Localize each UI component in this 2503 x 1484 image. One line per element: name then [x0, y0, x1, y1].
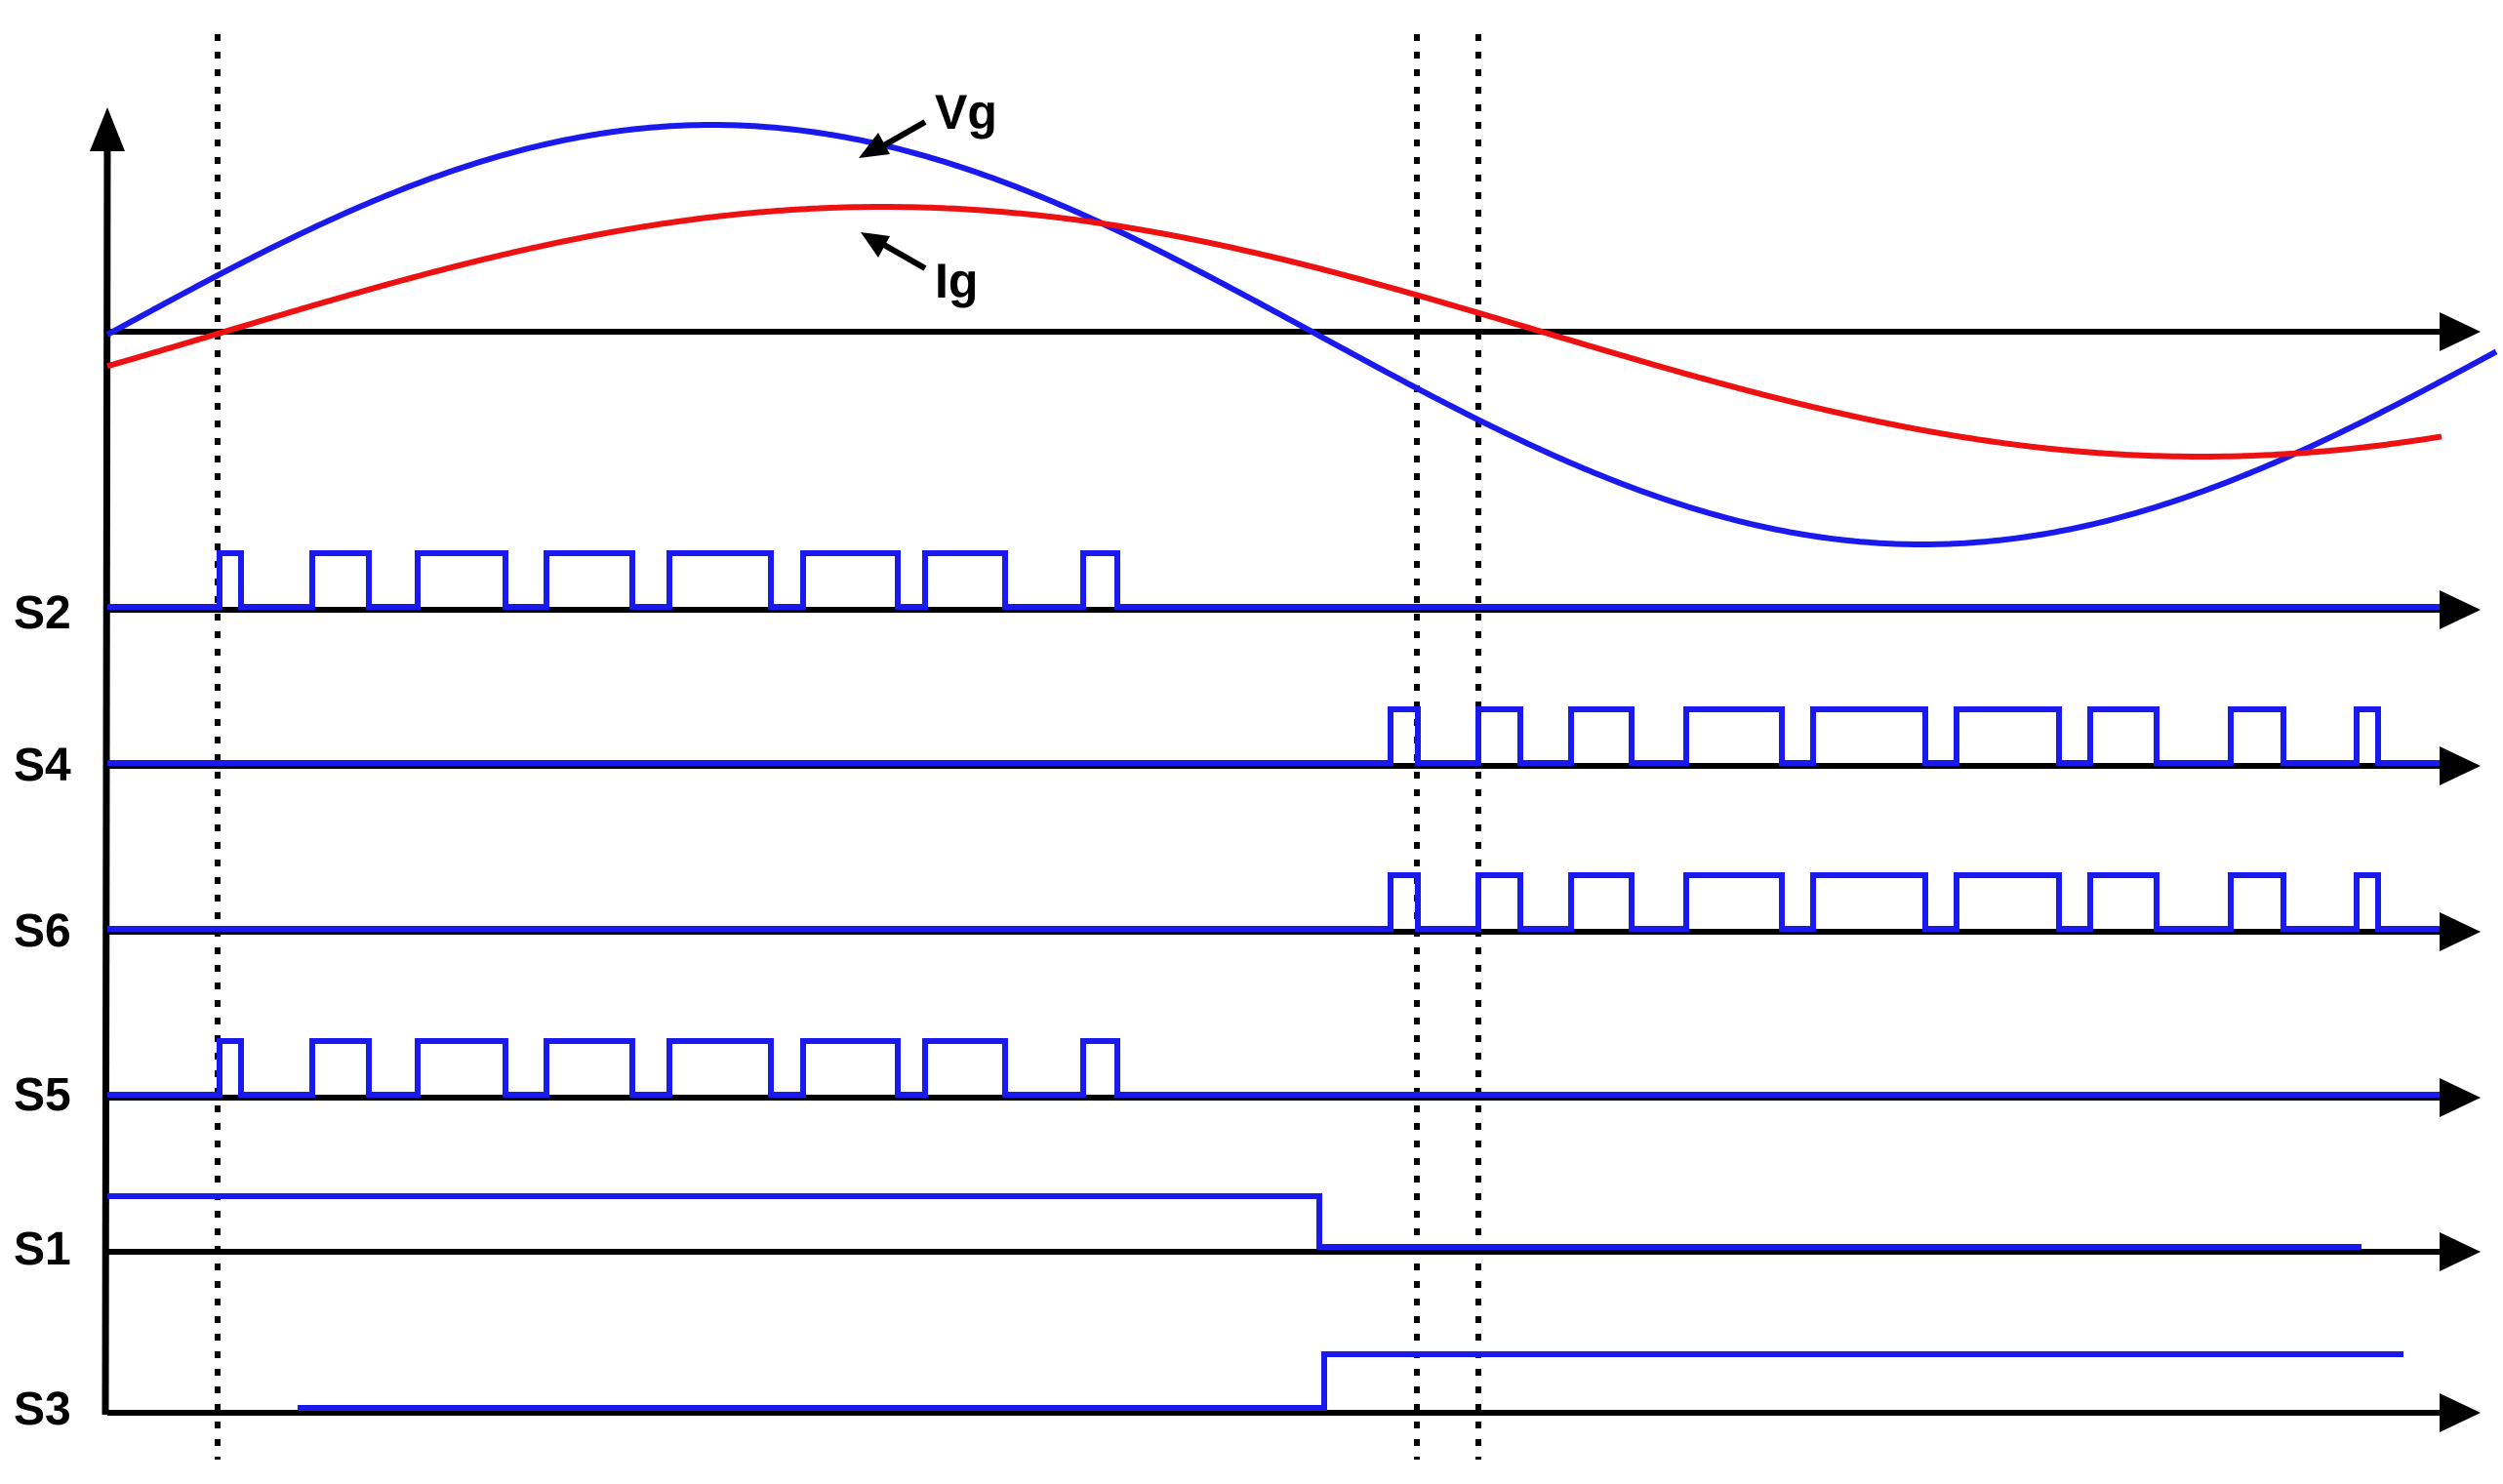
signal-row-s4: S4: [14, 706, 2481, 791]
signal-waveform-s6: [107, 872, 2440, 932]
ig-pointer-arrow-icon: [861, 232, 890, 258]
signal-row-s3: S3: [14, 1351, 2481, 1435]
signal-waveform-s5: [107, 1038, 2440, 1098]
signal-label-s5: S5: [14, 1069, 71, 1121]
signal-row-s1: S1: [14, 1193, 2481, 1275]
signal-waveform-s2: [107, 550, 2440, 610]
vg-annotation: Vg: [859, 85, 997, 158]
signal-label-s1: S1: [14, 1223, 71, 1275]
signal-waveform-s3: [298, 1351, 2403, 1411]
ig-label: Ig: [935, 254, 978, 308]
signal-axis-arrow-icon: [2440, 1232, 2481, 1271]
signal-label-s6: S6: [14, 905, 71, 957]
vertical-axis-arrow-icon: [90, 107, 125, 151]
signal-label-s4: S4: [14, 740, 71, 791]
signal-row-s2: S2: [14, 550, 2481, 639]
signal-row-s6: S6: [14, 872, 2481, 957]
signal-row-s5: S5: [14, 1038, 2481, 1121]
grid-waveforms: Vg Ig: [105, 85, 2498, 547]
signal-axis-arrow-icon: [2440, 590, 2481, 629]
signal-axis-arrow-icon: [2440, 912, 2481, 951]
signal-label-s3: S3: [14, 1384, 71, 1435]
waveform-time-axis-arrow-icon: [2440, 312, 2481, 351]
signal-axis-arrow-icon: [2440, 1393, 2481, 1432]
grid-voltage-curve: [105, 122, 2498, 547]
ig-annotation: Ig: [861, 232, 978, 308]
grid-current-curve: [106, 204, 2442, 460]
signal-axis-arrow-icon: [2440, 1078, 2481, 1117]
signal-axis-arrow-icon: [2440, 746, 2481, 785]
time-markers: [215, 34, 1481, 1460]
signal-waveform-s4: [107, 706, 2440, 766]
signal-label-s2: S2: [14, 587, 71, 639]
vertical-axis: [90, 107, 125, 1416]
vg-label: Vg: [935, 85, 997, 140]
signal-waveform-s1: [107, 1193, 2362, 1250]
vg-pointer-arrow-icon: [859, 133, 890, 158]
